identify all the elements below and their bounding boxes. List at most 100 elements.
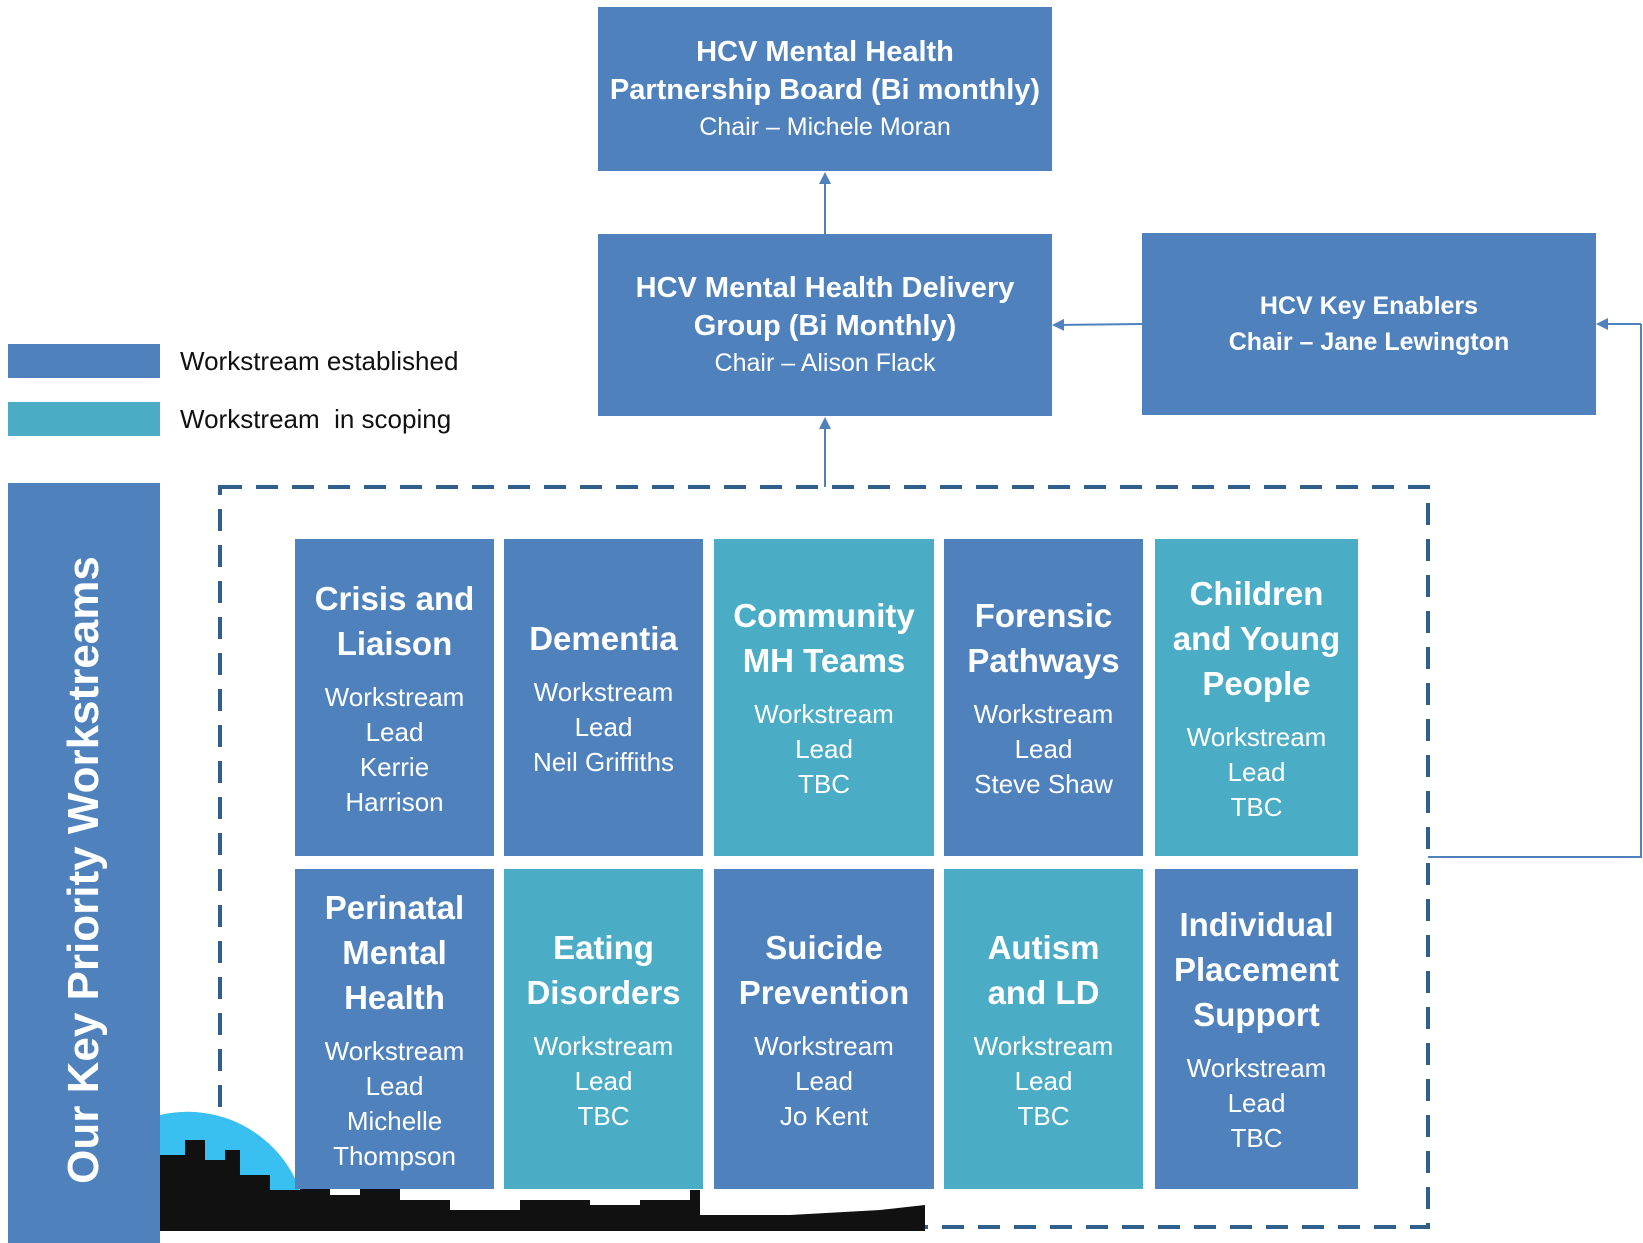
partnership-board-chair: Chair – Michele Moran — [699, 113, 951, 141]
legend-swatch-established — [8, 344, 160, 378]
arrow-enablers-to-delivery — [1052, 318, 1143, 331]
workstream-title-line: Liaison — [336, 624, 453, 662]
workstream-lead-line: TBC — [1230, 791, 1283, 822]
workstream-title-line: Placement — [1173, 951, 1340, 988]
partnership-board-title-line2: Partnership Board (Bi monthly) — [609, 74, 1041, 106]
delivery-group-title-line2: Group (Bi Monthly) — [693, 310, 957, 342]
workstream-title-line: Children — [1189, 574, 1324, 612]
connector-workstreams-to-enablers — [1428, 324, 1642, 858]
workstream-lead-line: Workstream — [1186, 1053, 1327, 1083]
workstream-lead-line: Harrison — [345, 786, 444, 817]
workstream-lead-line: Lead — [795, 734, 853, 764]
side-label: Our Key Priority Workstreams — [59, 556, 108, 1184]
workstream-lead-line: TBC — [1017, 1100, 1070, 1131]
key-enablers-box: HCV Key Enablers Chair – Jane Lewington — [1142, 233, 1596, 415]
workstream-lead-line: Workstream — [533, 676, 674, 707]
workstream-lead-line: Lead — [1227, 756, 1286, 787]
workstream-title-line: Crisis and — [314, 579, 475, 617]
workstream-title-line: Eating — [553, 928, 654, 966]
delivery-group-chair: Chair – Alison Flack — [714, 349, 936, 377]
workstream-title-line: Disorders — [526, 973, 681, 1011]
workstream-lead-line: Lead — [365, 716, 424, 747]
key-enablers-chair: Chair – Jane Lewington — [1228, 328, 1510, 356]
workstream-lead-line: Thompson — [333, 1140, 456, 1171]
workstream-title-line: Support — [1193, 996, 1320, 1033]
workstream-lead-line: Lead — [1227, 1088, 1286, 1118]
legend-label-scoping: Workstream in scoping — [180, 404, 452, 434]
workstream-title-line: Suicide — [765, 928, 883, 966]
workstream-lead-line: Workstream — [324, 681, 465, 712]
workstream-title-line: Perinatal — [324, 888, 465, 926]
workstream-lead-line: Lead — [795, 1065, 853, 1096]
workstream-title-line: Health — [344, 978, 445, 1016]
workstream-lead-line: Lead — [574, 1065, 633, 1096]
workstream-lead-line: Lead — [1014, 734, 1073, 764]
workstream-title-line: MH Teams — [742, 642, 906, 679]
workstream-lead-line: Jo Kent — [779, 1100, 869, 1131]
legend-swatch-scoping — [8, 402, 160, 436]
workstream-lead-line: Workstream — [754, 1030, 894, 1061]
workstream-title: Dementia — [529, 616, 678, 661]
workstream-lead-line: TBC — [577, 1100, 630, 1131]
workstream-lead-line: Workstream — [324, 1035, 465, 1066]
skyline-decoration — [160, 1111, 925, 1231]
workstream-title: Community MH Teams — [733, 593, 915, 683]
workstream-title-line: and Young — [1172, 619, 1341, 657]
side-bar — [8, 483, 160, 1243]
workstream-lead-line: Workstream — [754, 699, 894, 729]
delivery-group-box: HCV Mental Health Delivery Group (Bi Mon… — [598, 234, 1052, 416]
workstream-title-line: Mental — [342, 933, 447, 971]
legend-label-established: Workstream established — [180, 346, 459, 376]
workstream-lead-line: Lead — [574, 711, 633, 742]
partnership-board-title-line1: HCV Mental Health — [696, 36, 954, 68]
partnership-board-box: HCV Mental Health Partnership Board (Bi … — [598, 7, 1052, 171]
workstream-title-line: Forensic — [974, 597, 1113, 634]
workstream-lead-line: Workstream — [973, 1030, 1114, 1061]
workstream-lead-line: Neil Griffiths — [532, 746, 675, 777]
workstream-lead-line: Workstream — [1186, 721, 1327, 752]
workstream-title-line: Prevention — [738, 973, 910, 1011]
workstream-title-line: People — [1202, 664, 1311, 702]
workstream-lead-line: TBC — [1230, 1123, 1283, 1153]
workstream-title-line: Individual — [1179, 906, 1334, 943]
workstream-lead-line: Lead — [1014, 1065, 1073, 1096]
workstream-lead-line: Michelle — [346, 1105, 443, 1136]
workstream-title-line: Pathways — [967, 642, 1120, 679]
workstream-lead-line: Workstream — [533, 1030, 674, 1061]
delivery-group-title-line1: HCV Mental Health Delivery — [635, 272, 1015, 304]
workstream-title-line: Community — [733, 597, 915, 634]
workstream-lead-line: Workstream — [973, 699, 1114, 729]
key-enablers-title: HCV Key Enablers — [1259, 292, 1479, 320]
workstream-title-line: Dementia — [529, 619, 678, 657]
workstream-title-line: and LD — [987, 973, 1100, 1011]
workstream-lead-line: Kerrie — [359, 751, 430, 782]
workstream-lead-line: Lead — [365, 1070, 424, 1101]
workstream-lead-line: TBC — [798, 769, 850, 799]
workstream-lead-line: Steve Shaw — [974, 769, 1113, 799]
